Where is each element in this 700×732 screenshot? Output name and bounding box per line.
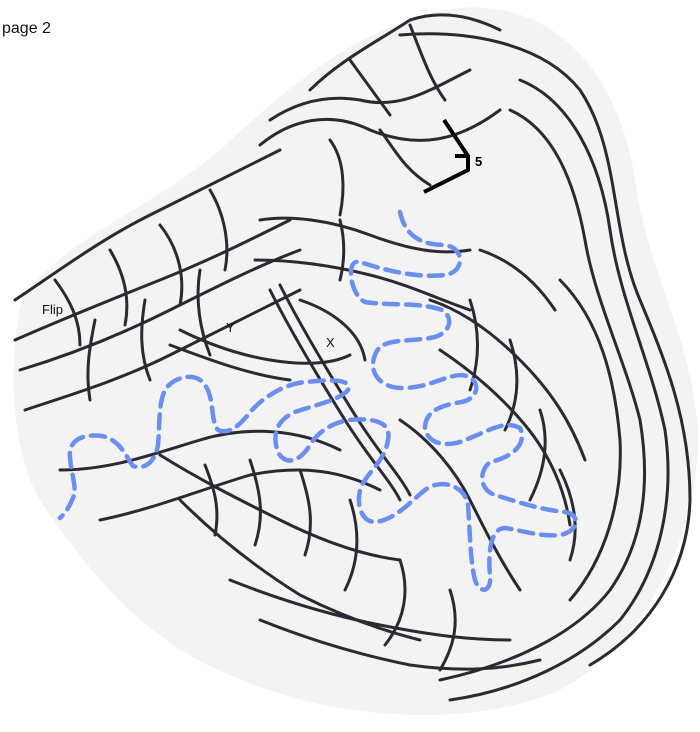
y-label: Y (226, 320, 235, 335)
background-blob (14, 7, 698, 715)
x-label: X (326, 335, 335, 350)
flip-label: Flip (42, 302, 63, 317)
step-number: 5 (475, 154, 482, 169)
